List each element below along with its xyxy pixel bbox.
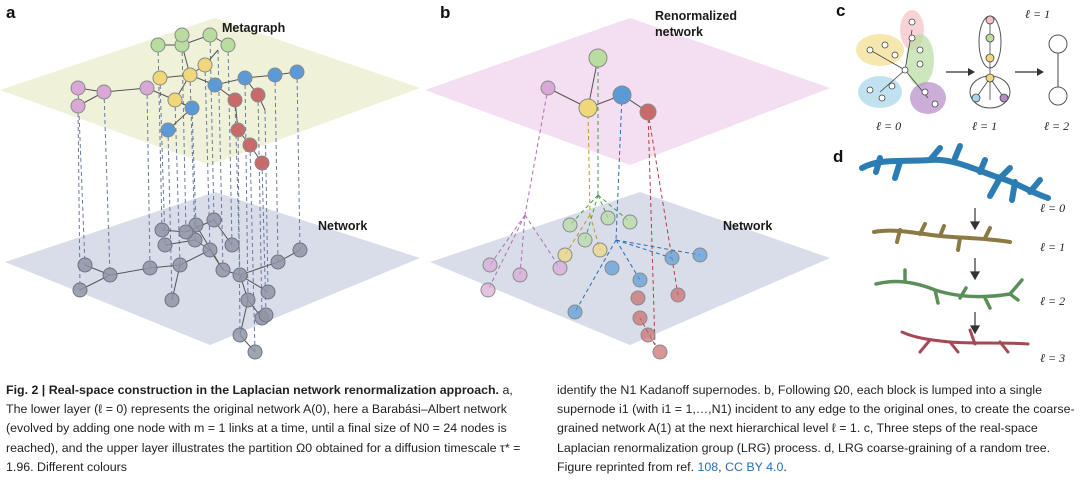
renormalized-label-1: Renormalized (655, 9, 737, 23)
tree-level-3 (900, 328, 1030, 354)
panel-d-level-3: ℓ = 3 (1040, 351, 1065, 365)
panel-d-level-1: ℓ = 1 (1040, 240, 1065, 254)
metagraph-nodes (70, 27, 305, 171)
license-link[interactable]: CC BY 4.0 (725, 459, 784, 474)
caption-sep: , (718, 459, 726, 474)
reference-link[interactable]: 108 (697, 459, 719, 474)
caption-left: Fig. 2 | Real-space construction in the … (6, 381, 526, 477)
panel-b-letter: b (440, 3, 450, 22)
panel-d-level-0: ℓ = 0 (1040, 201, 1065, 215)
supernode-nodes (540, 48, 657, 121)
network-label-a: Network (318, 219, 367, 233)
renormalized-label-2: network (655, 25, 703, 39)
tree-level-2 (874, 268, 1024, 310)
panel-d-level-2: ℓ = 2 (1040, 294, 1065, 308)
network-nodes-a (72, 212, 308, 360)
panel-d: d ℓ = 0 ℓ = 1 ℓ = 2 ℓ = 3 (833, 143, 1065, 365)
panel-a: a Metagraph Network (0, 3, 420, 360)
network-plane-a (5, 192, 420, 345)
caption-right-body: identify the N1 Kadanoff supernodes. b, … (557, 383, 1075, 474)
panel-d-arrows (969, 208, 981, 335)
panel-a-letter: a (6, 3, 16, 22)
panel-c-level-top: ℓ = 1 (1025, 7, 1050, 21)
panel-d-letter: d (833, 147, 843, 166)
panel-c-level-1: ℓ = 1 (972, 119, 997, 133)
metagraph-label: Metagraph (222, 21, 285, 35)
metagraph-plane (0, 18, 420, 165)
panel-c: c ℓ = 1 (836, 1, 1069, 133)
caption-right: identify the N1 Kadanoff supernodes. b, … (557, 381, 1079, 477)
panel-b: b Renormalized network Network (425, 3, 830, 360)
panel-c-level-0: ℓ = 0 (876, 119, 901, 133)
network-plane-b (430, 192, 830, 345)
figure-2: a Metagraph Network (0, 1, 1069, 365)
panel-c-letter: c (836, 1, 845, 20)
caption-title: Fig. 2 | Real-space construction in the … (6, 383, 499, 397)
network-label-b: Network (723, 219, 772, 233)
tree-level-0 (859, 143, 1051, 203)
panel-c-level-2: ℓ = 2 (1044, 119, 1069, 133)
caption-left-body: a, The lower layer (ℓ = 0) represents th… (6, 383, 521, 474)
caption-end: . (783, 459, 787, 474)
network-nodes-b (480, 210, 708, 360)
tree-level-1 (872, 222, 1012, 252)
